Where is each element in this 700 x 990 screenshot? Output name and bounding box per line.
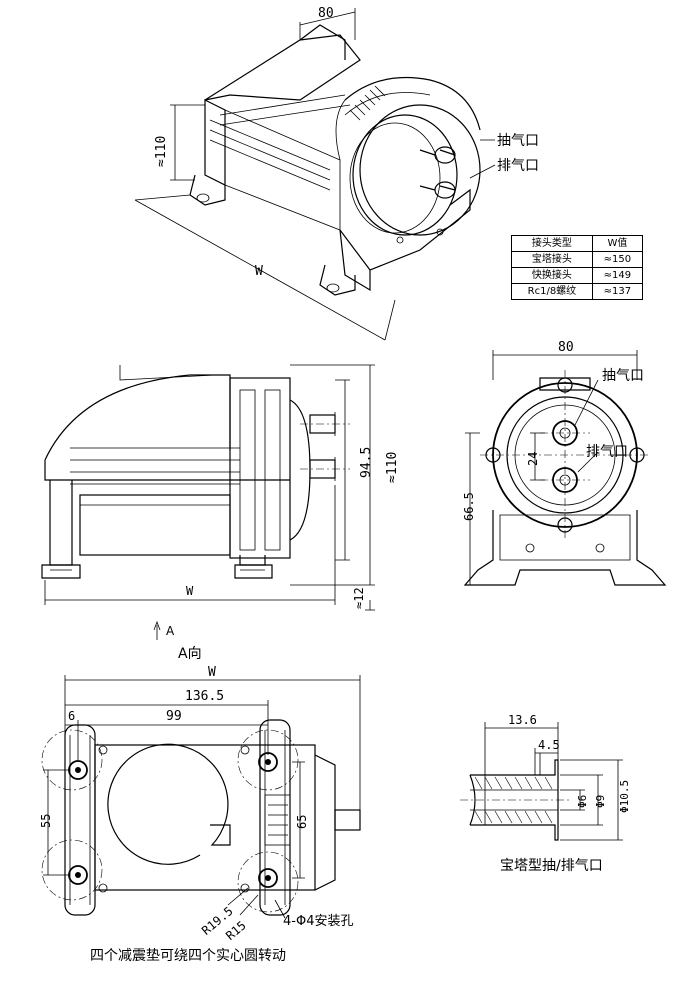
bottom-dim-65: 65 [295,815,309,829]
table-row: Rc1/8螺纹 ≈137 [511,283,644,300]
table-header-row: 接头类型 W值 [511,235,644,252]
iso-label-suction: 抽气口 [497,133,539,149]
side-dim-mid: 94.5 [359,447,374,478]
bottom-r15: R15 [223,918,249,943]
table-cell: 宝塔接头 [511,251,593,268]
iso-label-exhaust: 排气口 [497,158,539,174]
end-dim-spacing: 24 [526,452,540,466]
end-label-exhaust: 排气口 [586,444,628,460]
bottom-dim-6: 6 [68,709,75,723]
end-label-suction: 抽气口 [602,368,644,384]
table-cell: Rc1/8螺纹 [511,283,593,300]
end-view [463,350,667,586]
end-dim-top: 80 [558,340,574,355]
end-dim-height: 66.5 [462,492,476,521]
nozzle-dim-45: 4.5 [538,738,560,752]
table-cell: ≈149 [591,267,644,284]
bottom-dim-55: 55 [39,814,53,828]
table-cell: 快换接头 [511,267,593,284]
table-cell: ≈150 [591,251,644,268]
table-header-w: W值 [591,235,644,252]
iso-dim-height: ≈110 [154,136,169,167]
bottom-view [41,675,361,919]
side-arrow-label: A [166,624,175,638]
bottom-dim-99: 99 [166,709,182,724]
bottom-caption: 四个减震垫可绕四个实心圆转动 [90,948,286,964]
spec-table: 接头类型 W值 宝塔接头 ≈150 快换接头 ≈149 Rc1/8螺纹 ≈137 [511,235,644,300]
side-dim-bottom: ≈12 [352,587,366,609]
bottom-dim-136: 136.5 [185,689,224,704]
nozzle-caption: 宝塔型抽/排气口 [500,858,603,874]
nozzle-dim-136: 13.6 [508,713,537,727]
side-view-label: A向 [178,646,202,662]
table-row: 宝塔接头 ≈150 [511,251,644,268]
side-view [41,364,375,640]
nozzle-d105: Φ10.5 [618,780,631,813]
table-header-type: 接头类型 [511,235,593,252]
side-dim-total: ≈110 [385,452,400,483]
bottom-holes: 4-Φ4安装孔 [283,914,353,929]
nozzle-d6: Φ6 [576,795,589,808]
table-cell: ≈137 [591,283,644,300]
iso-dim-top: 80 [318,6,334,21]
nozzle-detail [460,722,623,841]
table-row: 快换接头 ≈149 [511,267,644,284]
iso-view [134,8,496,341]
bottom-dim-w: W [208,665,216,680]
iso-dim-width: W [255,264,263,279]
side-dim-width: W [186,584,194,598]
nozzle-d9: Φ9 [594,795,607,808]
